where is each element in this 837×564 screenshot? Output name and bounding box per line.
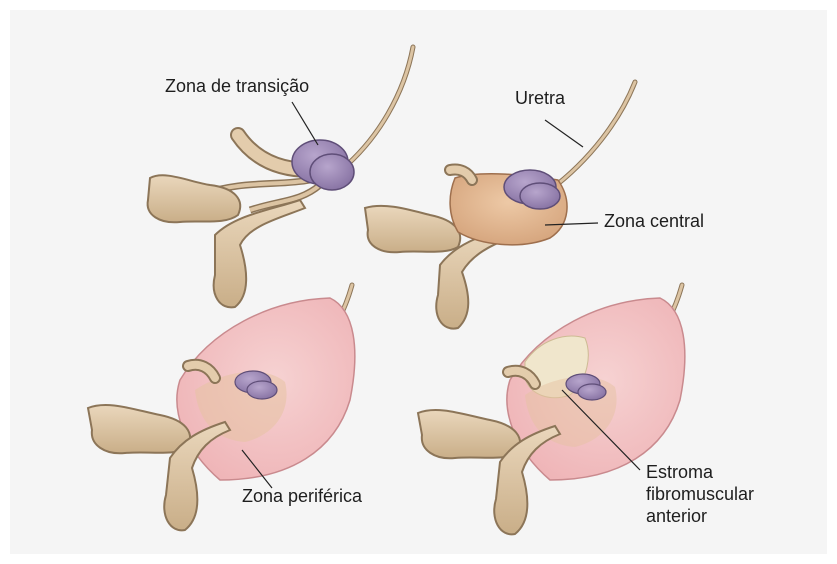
leader-transition-zone <box>292 102 318 145</box>
label-urethra: Uretra <box>515 88 565 109</box>
prostate-zones-figure: Zona de transição Uretra Zona central Zo… <box>10 10 827 554</box>
label-central-zone: Zona central <box>604 211 704 232</box>
label-transition-zone: Zona de transição <box>165 76 309 97</box>
seminal-vesicle <box>88 405 190 453</box>
panel-central-zone <box>365 82 635 329</box>
label-anterior-stroma-1: Estroma <box>646 462 713 483</box>
label-anterior-stroma-3: anterior <box>646 506 707 527</box>
label-peripheral-zone: Zona periférica <box>242 486 362 507</box>
seminal-vesicle <box>418 410 520 458</box>
seminal-vesicle <box>365 206 460 252</box>
leader-urethra <box>545 120 583 147</box>
label-anterior-stroma-2: fibromuscular <box>646 484 754 505</box>
seminal-vesicle <box>148 175 241 222</box>
